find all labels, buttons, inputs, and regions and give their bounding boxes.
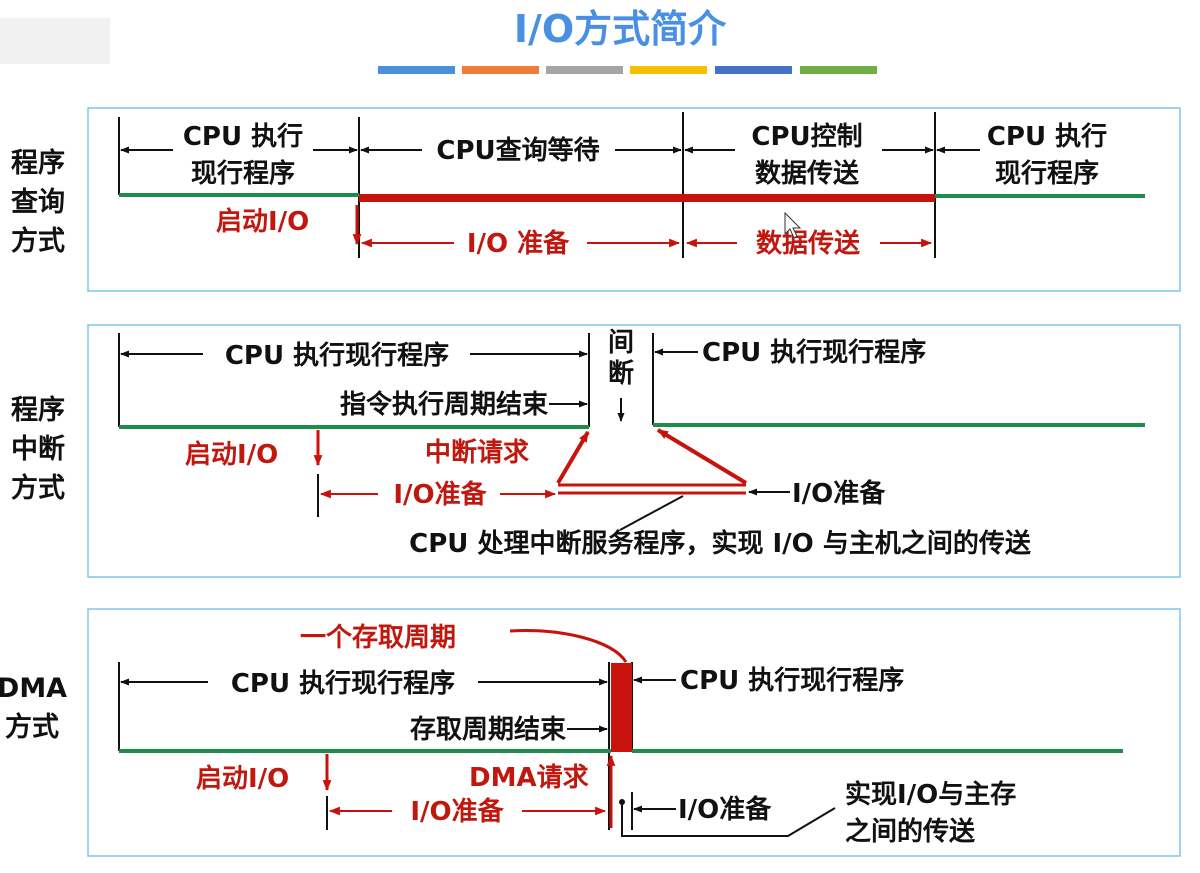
interrupt-service-note: CPU 处理中断服务程序，实现 I/O 与主机之间的传送 [409,528,1031,559]
interrupt-side-label-2: 中断 [11,434,65,465]
polling-seg3-label-1: CPU控制 [751,122,862,152]
title-color-bars [378,66,877,74]
dma-access-cycle-label: 一个存取周期 [300,623,456,653]
dma-io-prep-left-label: I/O准备 [410,797,504,827]
dma-exec-left-label: CPU 执行现行程序 [231,668,455,699]
interrupt-vertical-label-2: 断 [608,358,634,389]
interrupt-side-label-1: 程序 [11,394,65,426]
dma-side-label-2: 方式 [5,711,59,743]
title-bar-2 [462,66,539,74]
title-bar-6 [800,66,877,74]
dma-start-io-label: 启动I/O [196,763,289,794]
dma-access-cycle-block [611,663,632,752]
interrupt-vertical-label-1: 间 [608,328,634,358]
dma-request-label: DMA请求 [469,763,589,793]
dma-exec-right-label: CPU 执行现行程序 [680,665,904,696]
interrupt-start-io-label: 启动I/O [185,439,278,470]
dma-access-cycle-end-label: 存取周期结束 [410,714,567,745]
dma-io-prep-right-label: I/O准备 [678,795,772,825]
polling-seg4-label-2: 现行程序 [995,158,1099,189]
interrupt-request-arrow [556,430,590,485]
dma-access-cycle-pointer [509,629,628,663]
dma-transfer-note-2: 之间的传送 [845,816,975,847]
title-bar-4 [630,66,707,74]
dma-side-label-1: DMA [0,673,67,704]
slide-title: I/O方式简介 [514,7,727,51]
polling-side-label-1: 程序 [11,147,65,179]
polling-side-label-2: 查询 [11,187,65,218]
polling-side-label-3: 方式 [11,225,65,257]
polling-frame [87,107,1181,292]
interrupt-io-prep-right-label: I/O准备 [792,479,886,509]
interrupt-exec-left-label: CPU 执行现行程序 [225,340,449,371]
polling-section: 程序 查询 方式 CPU 执行 现行程序 CPU查询等待 CPU控制 数据传送 … [11,107,1181,292]
interrupt-request-label: 中断请求 [425,437,529,468]
interrupt-section: 程序 中断 方式 CPU 执行现行程序 CPU 执行现行程序 间 断 指令执行周… [11,324,1181,578]
title-bar-3 [546,66,623,74]
polling-io-prep-label: I/O 准备 [467,229,570,259]
dma-transfer-pointer [621,802,836,837]
polling-seg1-label-2: 现行程序 [191,158,295,189]
polling-seg2-label: CPU查询等待 [436,135,599,166]
watermark-smudge [0,18,110,64]
polling-seg3-label-2: 数据传送 [755,159,859,189]
interrupt-service-pointer [619,495,684,531]
interrupt-side-label-3: 方式 [11,472,65,504]
title-bar-1 [378,66,455,74]
interrupt-return-arrow [656,428,748,485]
dma-frame [87,608,1181,857]
dma-section: DMA 方式 一个存取周期 CPU 执行现行程序 CPU 执行现行程序 存取周期… [0,608,1181,857]
interrupt-io-prep-left-label: I/O准备 [393,480,487,510]
dma-transfer-note-1: 实现I/O与主存 [845,779,1016,810]
title-bar-5 [715,66,792,74]
polling-seg4-label-1: CPU 执行 [987,121,1107,152]
polling-seg1-label-1: CPU 执行 [183,121,303,152]
mouse-cursor-icon [784,211,802,239]
interrupt-exec-right-label: CPU 执行现行程序 [702,337,926,368]
polling-data-transfer-label: 数据传送 [756,229,860,259]
interrupt-frame [87,324,1181,578]
instr-cycle-end-label: 指令执行周期结束 [340,389,549,420]
polling-start-io-label: 启动I/O [216,206,309,237]
